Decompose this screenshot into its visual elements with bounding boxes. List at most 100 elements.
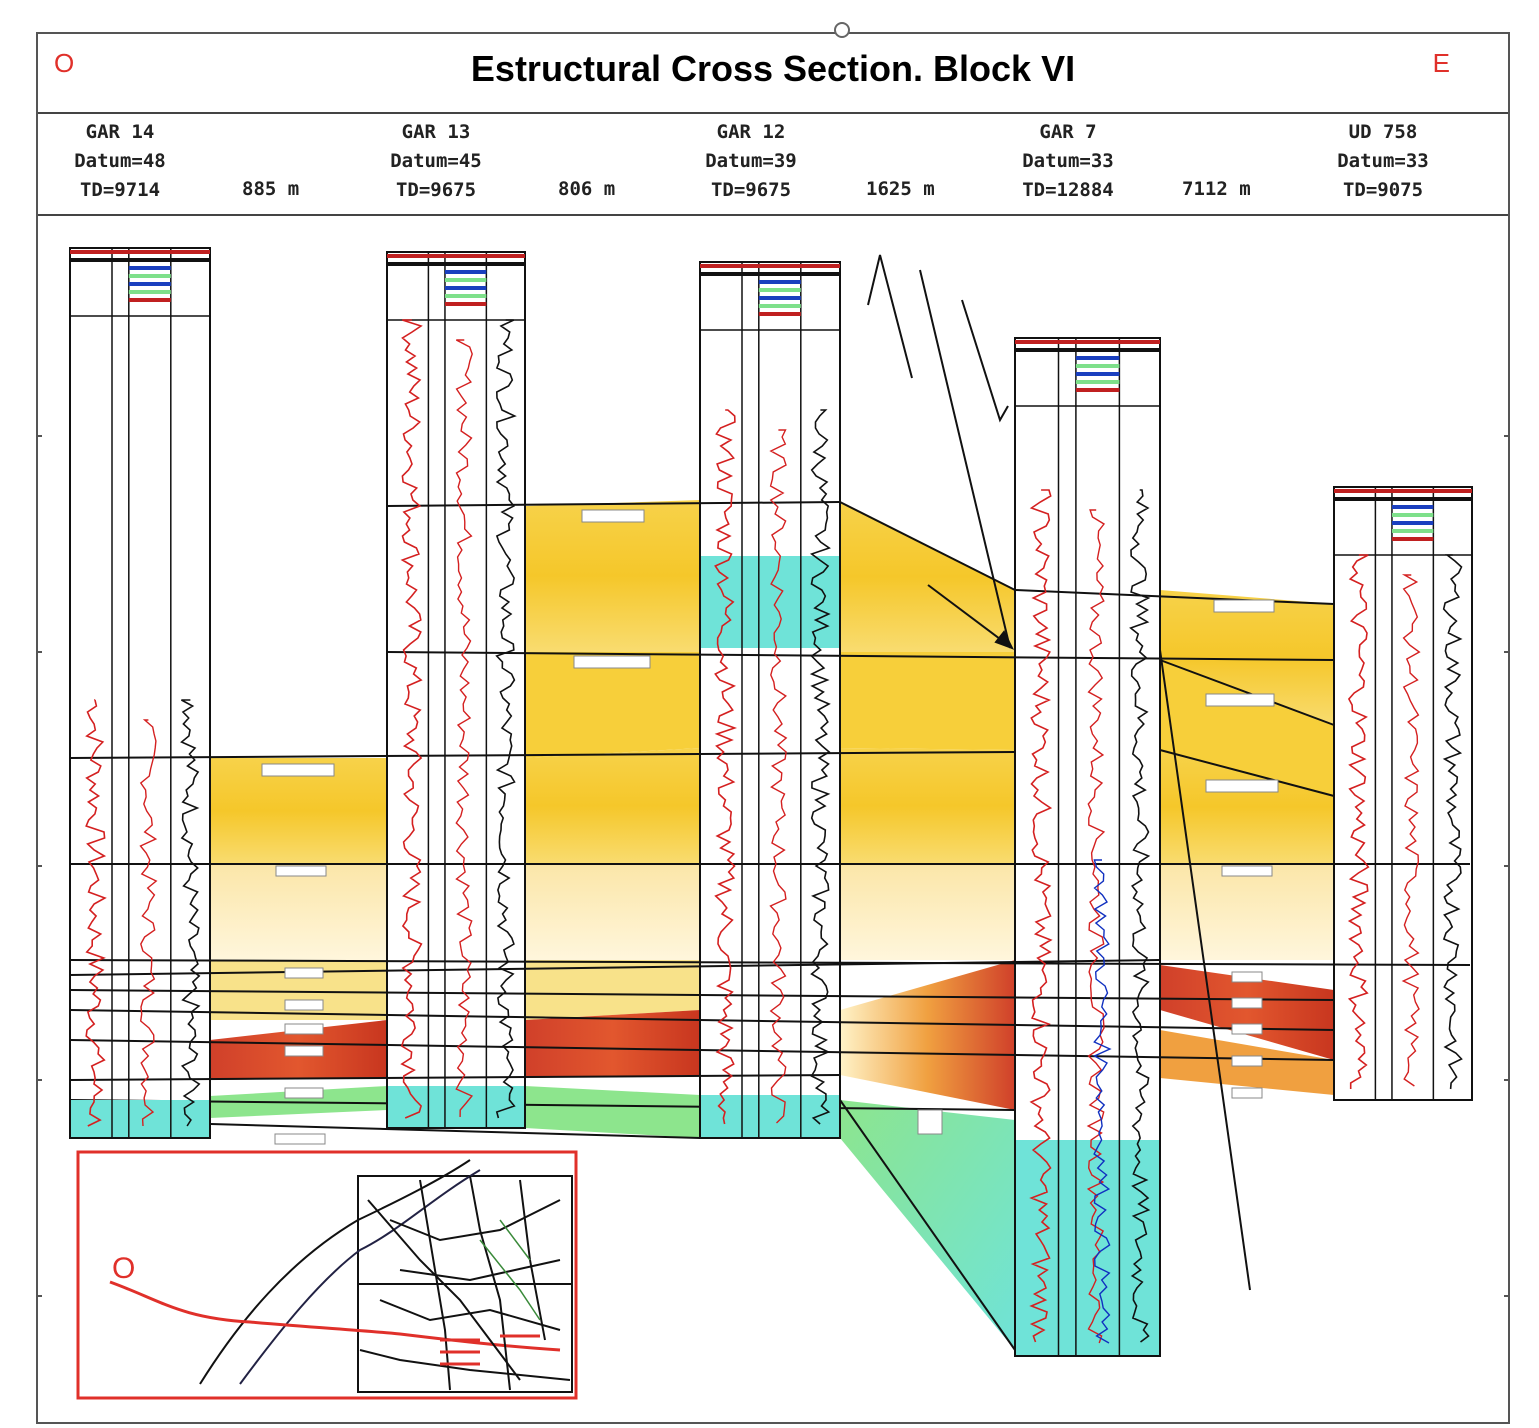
zone-tag xyxy=(284,1045,324,1057)
zone-yellow xyxy=(525,748,700,864)
zone-tag xyxy=(1205,779,1279,793)
frame-ticks xyxy=(36,435,1510,1297)
log-curve-red xyxy=(714,409,738,1125)
inset-map-green-traces xyxy=(479,1219,541,1321)
well-name: GAR 7 xyxy=(1039,121,1097,143)
log-curve-red xyxy=(139,719,158,1127)
zone-tag xyxy=(1221,865,1273,877)
log-curve-black xyxy=(809,409,831,1125)
zone-red xyxy=(840,960,1015,1110)
well-td: TD=9675 xyxy=(710,179,792,201)
zone-tag xyxy=(573,655,651,669)
zone-green xyxy=(525,1086,700,1138)
zone-tag xyxy=(284,967,324,979)
inset-map-section-line xyxy=(109,1280,561,1352)
well-datum: Datum=33 xyxy=(1337,150,1429,172)
fault-line xyxy=(919,269,1011,649)
zone-tag xyxy=(261,763,335,777)
zone-tag xyxy=(284,999,324,1011)
well-header-row: GAR 14 Datum=48 TD=9714 GAR 13 Datum=45 … xyxy=(38,112,1508,216)
zone-yellow xyxy=(1160,590,1334,725)
zone-yellow xyxy=(840,748,1015,864)
well-track-gar14 xyxy=(69,247,211,1139)
arrow-head xyxy=(994,630,1015,650)
well-spacing-label: 806 m xyxy=(558,178,616,200)
well-datum: Datum=48 xyxy=(74,150,166,172)
well-header-gar12: GAR 12 Datum=39 TD=9675 xyxy=(671,118,831,205)
well-spacing-label: 1625 m xyxy=(866,178,935,200)
log-curve-red xyxy=(85,699,107,1127)
cross-section-frame: O Estructural Cross Section. Block VI E … xyxy=(36,32,1510,1424)
log-curve-black xyxy=(495,319,517,1119)
zone-tag xyxy=(1213,599,1275,613)
log-curve-red xyxy=(400,319,423,1119)
well-cyan-zone xyxy=(700,556,840,648)
well-td: TD=9675 xyxy=(395,179,477,201)
well-td: TD=12884 xyxy=(1022,179,1114,201)
zone-pale xyxy=(525,864,700,960)
well-name: GAR 13 xyxy=(401,121,471,143)
log-curve-red xyxy=(769,429,788,1124)
direction-east-label: E xyxy=(1432,48,1450,78)
zone-tag xyxy=(1231,1055,1263,1067)
well-td: TD=9714 xyxy=(79,179,161,201)
zone-tag xyxy=(1231,997,1263,1009)
well-name: UD 758 xyxy=(1348,121,1418,143)
zone-pale xyxy=(210,864,387,960)
direction-west-label: O xyxy=(54,48,75,78)
well-spacing-label: 885 m xyxy=(242,178,300,200)
well-td: TD=9075 xyxy=(1342,179,1424,201)
inset-location-map: O xyxy=(76,1150,578,1400)
well-header-gar14: GAR 14 Datum=48 TD=9714 xyxy=(40,118,200,205)
zone-tag xyxy=(284,1087,324,1099)
well-name: GAR 14 xyxy=(85,121,155,143)
well-datum: Datum=33 xyxy=(1022,150,1114,172)
well-track-frame xyxy=(1014,337,1161,1357)
zone-pale xyxy=(1160,864,1334,960)
log-curve-red xyxy=(1401,574,1421,1087)
well-cyan-zone xyxy=(387,1086,525,1128)
well-datum: Datum=45 xyxy=(390,150,482,172)
inset-map-coastline xyxy=(199,1159,471,1385)
inset-map-origin-label: O xyxy=(112,1252,135,1285)
well-datum: Datum=39 xyxy=(705,150,797,172)
zone-tag xyxy=(284,1023,324,1035)
well-track-ud758 xyxy=(1333,486,1473,1101)
well-track-gar13 xyxy=(386,251,526,1129)
well-name: GAR 12 xyxy=(716,121,786,143)
zone-tag xyxy=(274,1133,326,1145)
horizon-lines xyxy=(69,501,1471,1351)
zone-yellow xyxy=(210,758,387,864)
fault-lines xyxy=(867,254,1251,1291)
zone-yellow xyxy=(1160,660,1334,796)
zone-red xyxy=(525,1010,700,1078)
well-header-ud758: UD 758 Datum=33 TD=9075 xyxy=(1303,118,1463,205)
zone-tag xyxy=(1231,971,1263,983)
inset-map-red-ticks xyxy=(440,1334,540,1366)
well-track-frame xyxy=(69,247,211,1139)
zone-tag xyxy=(1231,1023,1263,1035)
page-title: Estructural Cross Section. Block VI xyxy=(470,48,1076,89)
zone-yellow xyxy=(1160,750,1334,864)
zone-yellow xyxy=(525,500,700,652)
well-spacing-label: 7112 m xyxy=(1182,178,1251,200)
log-curve-red xyxy=(455,339,474,1118)
fault-line xyxy=(1159,649,1251,1291)
well-track-gar12 xyxy=(699,261,841,1139)
top-marker xyxy=(834,22,850,38)
zone-yellow xyxy=(840,502,1015,652)
zone-tags xyxy=(261,509,1279,1145)
zone-tag xyxy=(1231,1087,1263,1099)
well-track-frame xyxy=(1333,486,1473,1101)
log-curve-red xyxy=(1347,554,1370,1089)
log-curve-blue xyxy=(1092,859,1112,1344)
well-tracks xyxy=(69,247,1473,1357)
zone-yellow xyxy=(840,652,1015,750)
inset-map-coastline xyxy=(239,1169,481,1385)
log-curve-red xyxy=(1029,489,1053,1343)
zone-tag xyxy=(1205,693,1275,707)
zone-red xyxy=(1160,965,1334,1060)
log-curve-black xyxy=(180,699,201,1127)
log-curve-red xyxy=(1086,509,1106,1344)
